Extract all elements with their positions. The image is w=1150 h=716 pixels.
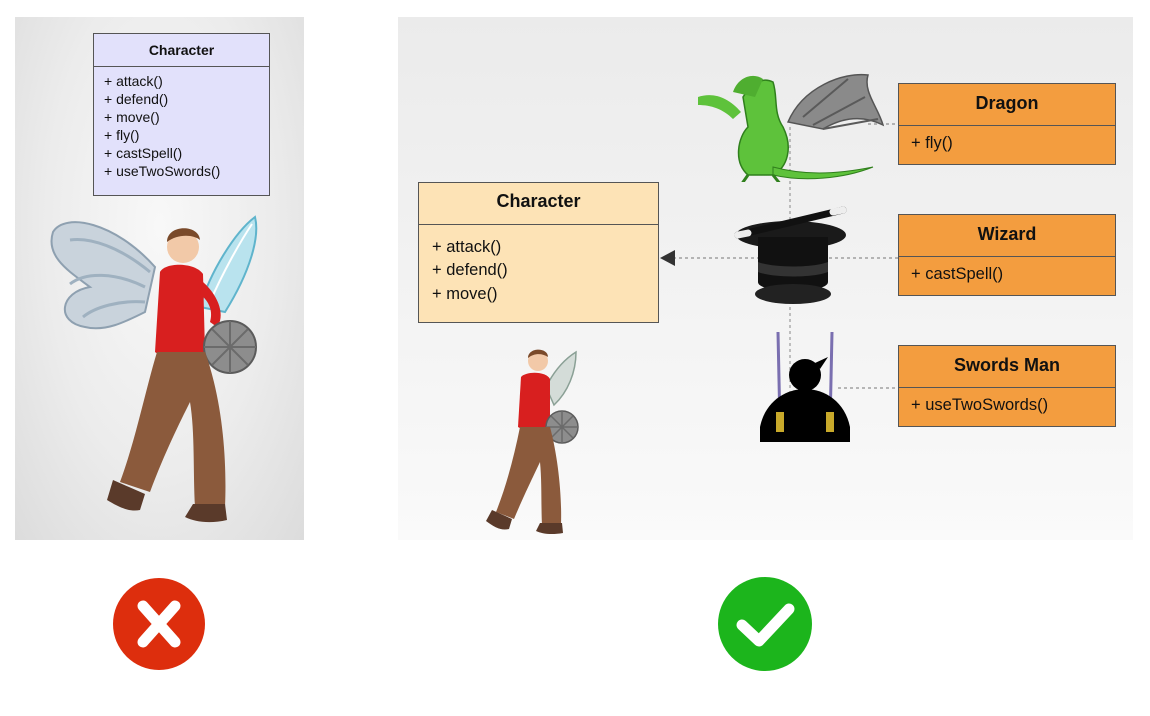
method-item: + defend() [104,90,169,107]
method-item: + move() [432,284,498,303]
ninja-swords-icon [760,331,850,442]
check-icon [736,603,795,647]
method-item: + move() [104,108,160,125]
x-icon [137,600,181,648]
swords-man-class-box: Swords Man + useTwoSwords() [898,345,1116,427]
class-method: + castSpell() [911,265,1004,283]
inheritance-arrowhead [660,250,675,266]
hero-illustration [486,349,579,535]
method-item: + attack() [432,238,502,256]
correct-badge [718,577,812,671]
method-item: + castSpell() [104,144,183,161]
method-item: + useTwoSwords() [104,162,221,179]
method-item: + attack() [104,73,163,89]
character-base-class-box: Character + attack() + defend() + move() [418,182,659,323]
class-methods: + attack() + defend() + move() [419,225,658,306]
dragon-icon [698,73,885,182]
character-class-box-bloated: Character + attack() + defend() + move()… [93,33,270,196]
wrong-badge [113,578,205,670]
class-methods: + attack() + defend() + move() + fly() +… [94,67,269,180]
class-name: Character [419,183,658,225]
method-item: + fly() [104,126,140,143]
top-hat-wand-icon [734,206,847,304]
class-method: + fly() [911,134,953,152]
wizard-class-box: Wizard + castSpell() [898,214,1116,296]
winged-hero-illustration [50,215,258,523]
dragon-class-box: Dragon + fly() [898,83,1116,165]
class-method: + useTwoSwords() [911,396,1049,414]
class-name: Swords Man [899,346,1115,388]
class-name: Dragon [899,84,1115,126]
method-item: + defend() [432,261,508,280]
class-name: Wizard [899,215,1115,257]
class-name: Character [94,34,269,67]
good-design-panel: Character + attack() + defend() + move()… [398,17,1133,540]
bad-design-panel: Character + attack() + defend() + move()… [15,17,304,540]
